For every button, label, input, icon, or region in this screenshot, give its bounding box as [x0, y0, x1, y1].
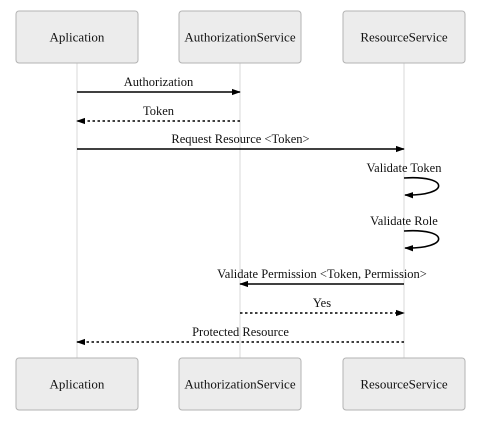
message-7: Yes — [240, 296, 405, 317]
actor-box — [342, 357, 466, 411]
actors-top: Aplication AuthorizationService ResourceSe… — [15, 10, 466, 64]
message-label: Yes — [313, 296, 331, 310]
message-label: Authorization — [124, 75, 194, 89]
actor-box — [15, 357, 139, 411]
message-label: Request Resource <Token> — [171, 132, 309, 146]
actors-bottom: Aplication AuthorizationService ResourceSe… — [15, 357, 466, 411]
actor-label: Aplication — [50, 30, 105, 45]
message-2: Token — [76, 104, 240, 125]
message-arrow — [403, 176, 440, 199]
lifelines — [76, 63, 405, 358]
actor-label: AuthorizationService — [184, 377, 295, 392]
actor-label: ResourceService — [360, 377, 448, 392]
message-8: Protected Resource — [76, 325, 404, 346]
actor-box — [342, 10, 466, 64]
actor-box — [178, 10, 302, 64]
message-label: Validate Permission <Token, Permission> — [217, 267, 427, 281]
message-arrow — [403, 229, 440, 252]
actor-label: ResourceService — [360, 30, 448, 45]
actor-label: AuthorizationService — [184, 30, 295, 45]
actor-box — [15, 10, 139, 64]
actor-app-bottom: Aplication — [15, 357, 139, 411]
actor-auth-top: AuthorizationService — [178, 10, 302, 64]
message-5: Validate Role — [370, 214, 440, 252]
message-label: Validate Role — [370, 214, 438, 228]
message-6: Validate Permission <Token, Permission> — [217, 267, 427, 288]
actor-box — [178, 357, 302, 411]
message-label: Validate Token — [367, 161, 443, 175]
actor-app-top: Aplication — [15, 10, 139, 64]
message-label: Protected Resource — [192, 325, 289, 339]
actor-label: Aplication — [50, 377, 105, 392]
actor-auth-bottom: AuthorizationService — [178, 357, 302, 411]
actor-res-bottom: ResourceService — [342, 357, 466, 411]
message-3: Request Resource <Token> — [77, 132, 405, 153]
actor-res-top: ResourceService — [342, 10, 466, 64]
message-1: Authorization — [77, 75, 241, 96]
message-4: Validate Token — [367, 161, 443, 199]
message-label: Token — [143, 104, 175, 118]
